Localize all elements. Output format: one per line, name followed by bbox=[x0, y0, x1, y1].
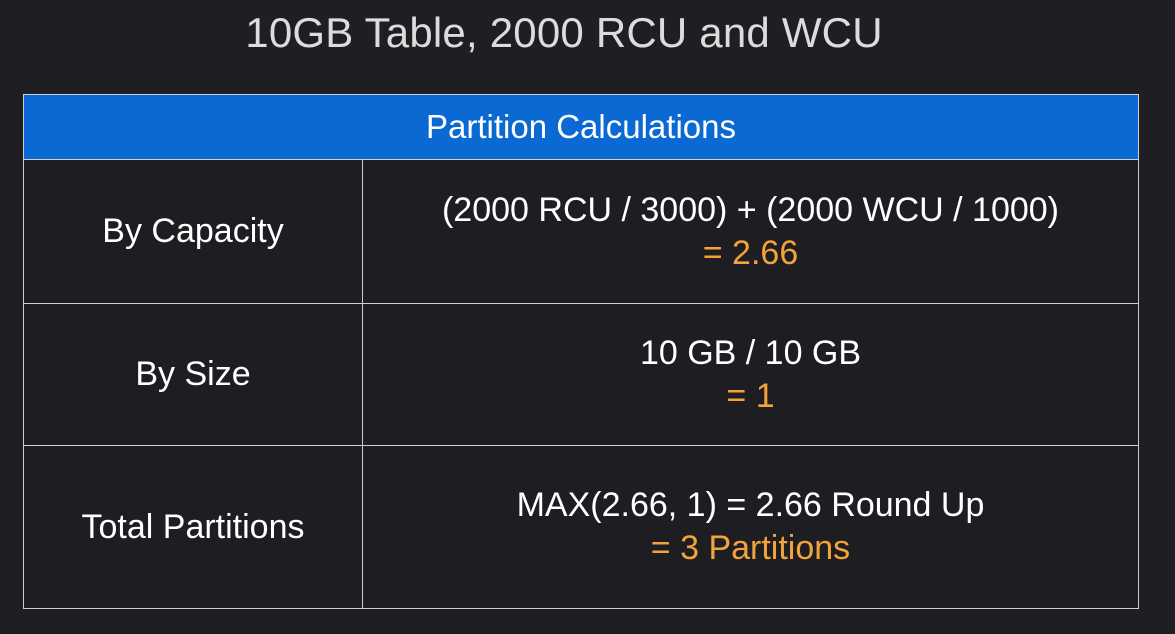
calculation-formula: 10 GB / 10 GB bbox=[639, 333, 862, 372]
table-row-by-size: By Size 10 GB / 10 GB = 1 bbox=[23, 303, 1139, 446]
calculation-result: = 3 Partitions bbox=[650, 529, 851, 567]
row-label: By Size bbox=[23, 303, 363, 446]
calculation-formula: (2000 RCU / 3000) + (2000 WCU / 1000) bbox=[441, 190, 1059, 229]
calculation-result: = 1 bbox=[726, 376, 775, 415]
table-header: Partition Calculations bbox=[23, 94, 1139, 160]
table-header-row: Partition Calculations bbox=[23, 94, 1139, 160]
calculation-result: = 2.66 bbox=[702, 233, 799, 272]
table-row-by-capacity: By Capacity (2000 RCU / 3000) + (2000 WC… bbox=[23, 159, 1139, 304]
table-row-total-partitions: Total Partitions MAX(2.66, 1) = 2.66 Rou… bbox=[23, 445, 1139, 609]
row-label: Total Partitions bbox=[23, 445, 363, 609]
slide-title: 10GB Table, 2000 RCU and WCU bbox=[245, 9, 883, 56]
calculation-formula: MAX(2.66, 1) = 2.66 Round Up bbox=[516, 486, 985, 524]
row-calculation: (2000 RCU / 3000) + (2000 WCU / 1000) = … bbox=[362, 159, 1139, 304]
row-calculation: 10 GB / 10 GB = 1 bbox=[362, 303, 1139, 446]
row-calculation: MAX(2.66, 1) = 2.66 Round Up = 3 Partiti… bbox=[362, 445, 1139, 609]
partition-calculations-table: Partition Calculations By Capacity (2000… bbox=[23, 94, 1139, 609]
row-label: By Capacity bbox=[23, 159, 363, 304]
